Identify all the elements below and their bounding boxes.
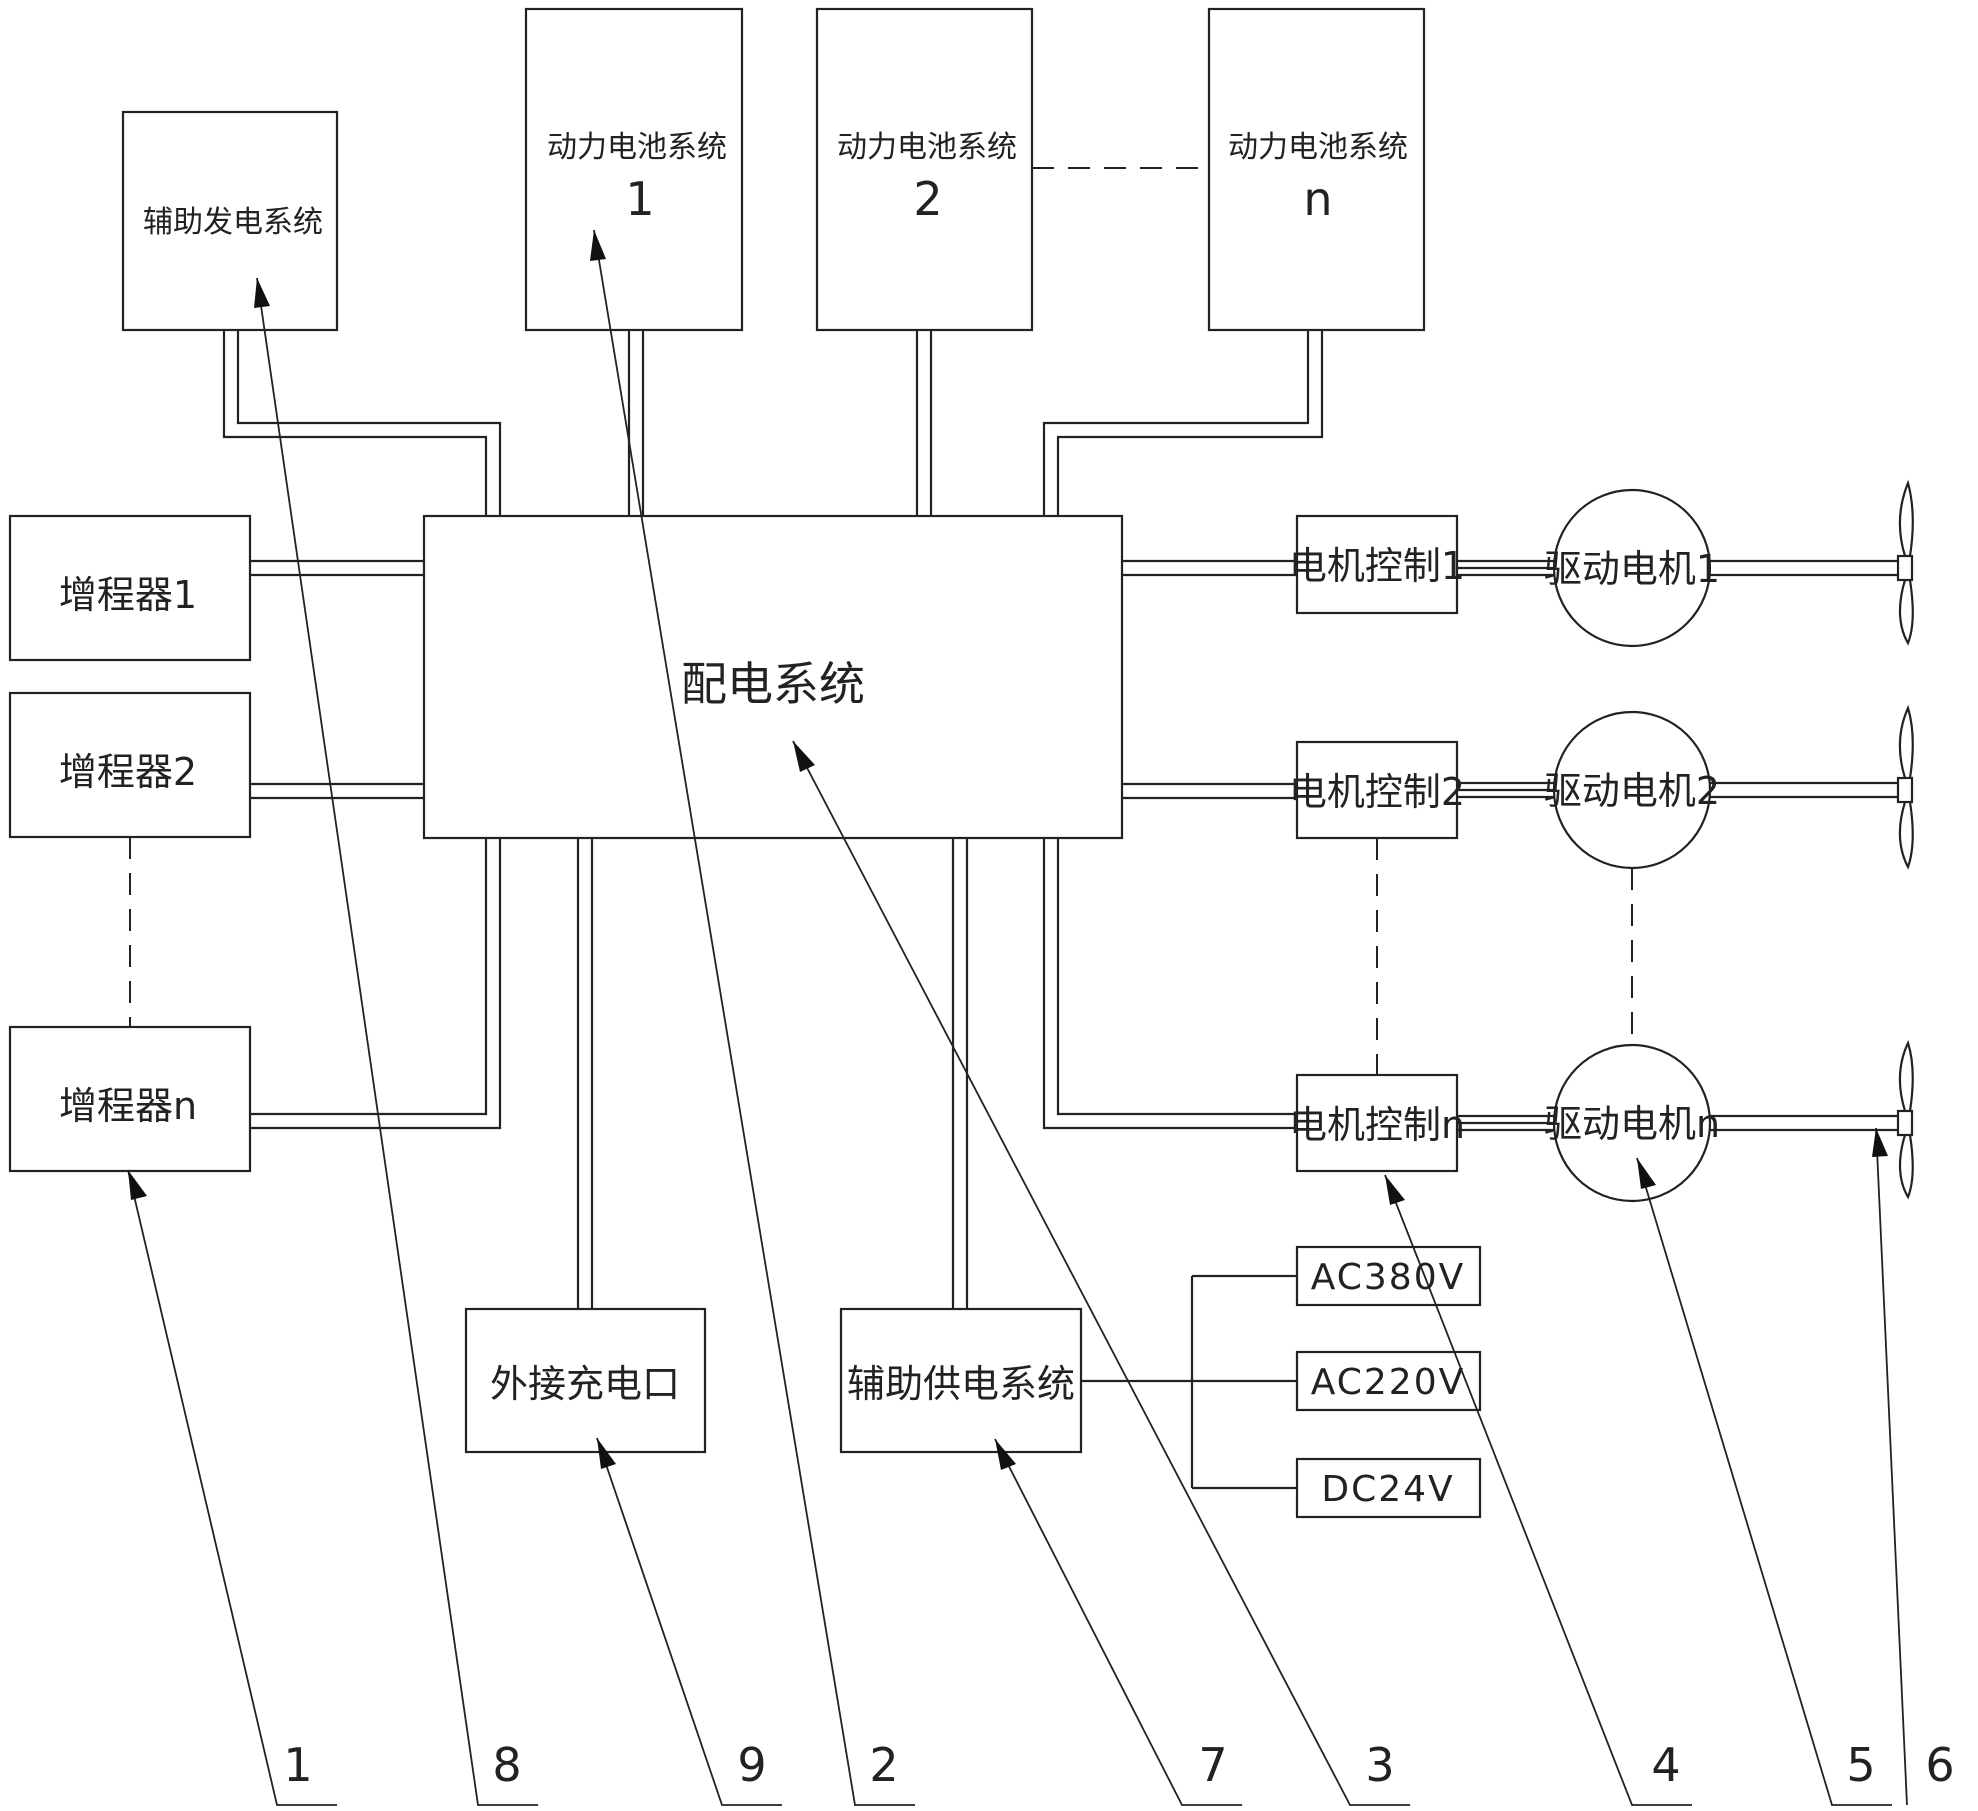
ac380v-block: AC380V (1295, 1245, 1482, 1307)
battery-system-1-block: 动力电池系统 1 (524, 7, 744, 332)
dc24v-label: DC24V (1321, 1469, 1454, 1510)
reference-number: 7 (1198, 1738, 1227, 1792)
reference-number: 5 (1846, 1738, 1875, 1792)
reference-number: 2 (869, 1738, 898, 1792)
reference-number: 8 (492, 1738, 521, 1792)
motor-control-1-block: 电机控制1 (1289, 514, 1465, 615)
reference-number: 4 (1651, 1738, 1680, 1792)
motor-control-n-label: 电机控制n (1289, 1103, 1465, 1147)
range-extender-n-block: 增程器n (8, 1025, 252, 1173)
range-extender-2-block: 增程器2 (8, 691, 252, 839)
drive-motor-1-block: 驱动电机1 (1544, 488, 1720, 648)
drive-motor-2-block: 驱动电机2 (1544, 710, 1720, 870)
motor-control-1-label: 电机控制1 (1289, 544, 1465, 588)
drive-motor-n-block: 驱动电机n (1544, 1043, 1720, 1203)
battery-system-n-label: 动力电池系统 (1228, 130, 1408, 165)
battery-system-2-label: 动力电池系统 (837, 130, 1017, 165)
aux-generation-label: 辅助发电系统 (143, 205, 323, 240)
external-charging-port-block: 外接充电口 (464, 1307, 707, 1454)
ac220v-block: AC220V (1295, 1350, 1482, 1412)
propeller-1-icon (1896, 479, 1914, 646)
reference-number: 6 (1925, 1738, 1954, 1792)
dashed-continuation-lines (129, 167, 1633, 1075)
battery-system-2-block: 动力电池系统 2 (815, 7, 1034, 332)
battery-system-2-index: 2 (913, 172, 942, 226)
drive-motor-1-label: 驱动电机1 (1544, 547, 1720, 591)
distribution-system-block: 配电系统 (422, 514, 1124, 840)
reference-number: 3 (1365, 1738, 1394, 1792)
connection-lines (222, 330, 1898, 1490)
reference-number: 9 (737, 1738, 766, 1792)
drive-motor-n-label: 驱动电机n (1544, 1102, 1720, 1146)
ac220v-label: AC220V (1311, 1362, 1465, 1403)
drive-motor-2-label: 驱动电机2 (1544, 769, 1720, 813)
ac380v-label: AC380V (1311, 1257, 1465, 1298)
aux-generation-block: 辅助发电系统 (121, 110, 339, 332)
propeller-n-icon (1896, 1039, 1914, 1200)
reference-numbers: 1 8 9 2 7 3 4 5 6 (283, 1738, 1954, 1792)
distribution-system-label: 配电系统 (681, 657, 865, 711)
motor-control-2-block: 电机控制2 (1289, 740, 1465, 840)
battery-system-n-block: 动力电池系统 n (1207, 7, 1426, 332)
reference-number: 1 (283, 1738, 312, 1792)
range-extender-2-label: 增程器2 (59, 750, 197, 794)
range-extender-1-label: 增程器1 (59, 573, 197, 617)
aux-supply-block: 辅助供电系统 (839, 1307, 1083, 1454)
aux-supply-label: 辅助供电系统 (847, 1362, 1075, 1406)
motor-control-n-block: 电机控制n (1289, 1073, 1465, 1173)
range-extender-1-block: 增程器1 (8, 514, 252, 662)
external-charging-port-label: 外接充电口 (490, 1362, 680, 1406)
battery-system-1-index: 1 (625, 172, 654, 226)
battery-system-n-index: n (1303, 172, 1332, 226)
motor-control-2-label: 电机控制2 (1289, 770, 1465, 814)
propeller-2-icon (1896, 704, 1914, 870)
dc24v-block: DC24V (1295, 1457, 1482, 1519)
leader-lines (127, 229, 1908, 1806)
battery-system-1-label: 动力电池系统 (547, 130, 727, 165)
range-extender-n-label: 增程器n (59, 1084, 197, 1128)
